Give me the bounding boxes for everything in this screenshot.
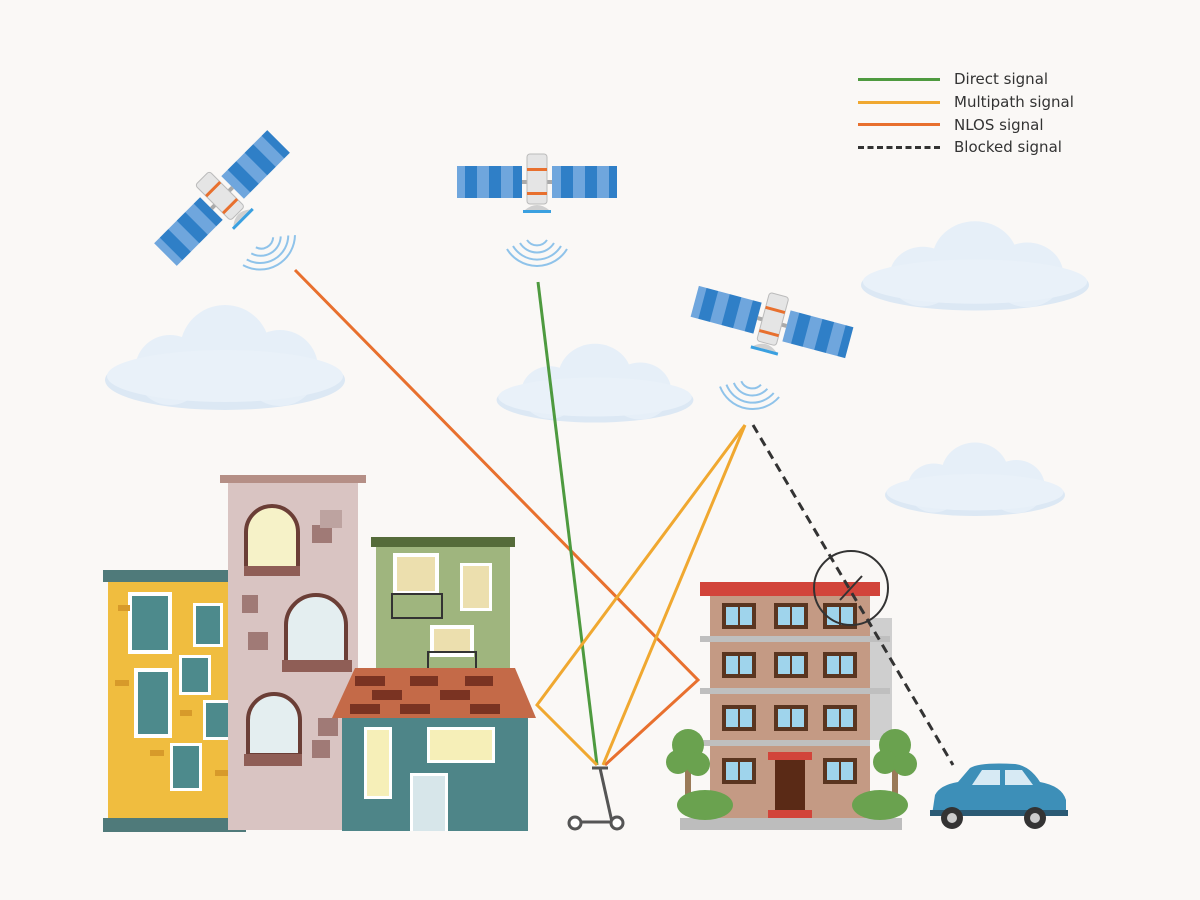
cloud [105,305,345,410]
legend-item-multipath: Multipath signal [858,91,1074,114]
satellite-center [456,153,618,267]
teal-house [332,668,536,831]
yellow-building [103,570,246,832]
legend-label: Direct signal [954,70,1049,89]
legend-item-nlos: NLOS signal [858,113,1074,136]
legend-label: NLOS signal [954,115,1044,134]
green-building [371,537,515,675]
legend-label: Multipath signal [954,93,1074,112]
apartment-building [666,582,917,830]
nlos-signal [293,268,701,767]
blocked-signal [751,424,955,766]
legend-item-direct: Direct signal [858,68,1074,91]
blocked-line-swatch [858,145,940,149]
multipath-signal [535,424,747,767]
legend-label: Blocked signal [954,138,1062,157]
cloud [885,442,1065,516]
scooter-receiver [567,766,625,831]
multipath-line-swatch [858,100,940,104]
car [930,763,1068,829]
satellite-right [686,273,858,415]
cloud [861,221,1089,311]
cloud [496,343,694,423]
nlos-line-swatch [858,123,940,127]
pink-building [220,475,366,830]
satellite-left [145,121,305,281]
legend-item-blocked: Blocked signal [858,136,1074,159]
direct-signal [536,281,599,766]
direct-line-swatch [858,77,940,81]
legend: Direct signal Multipath signal NLOS sign… [858,68,1074,159]
